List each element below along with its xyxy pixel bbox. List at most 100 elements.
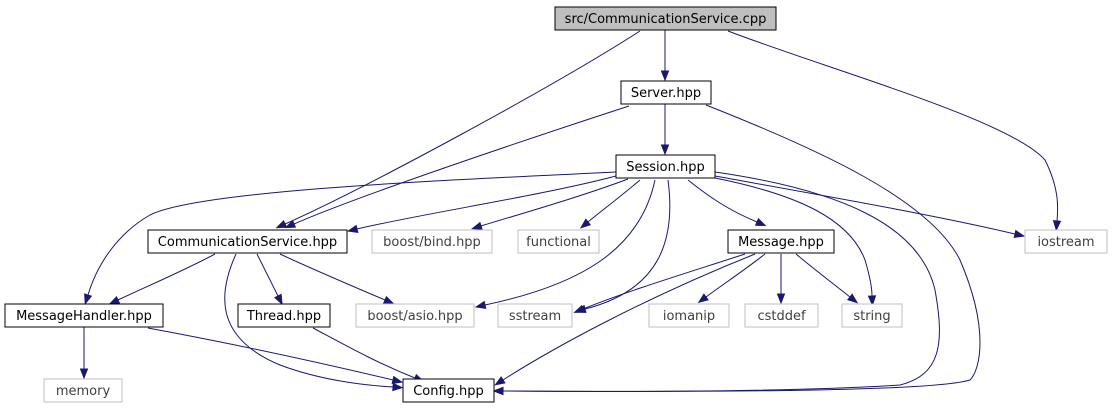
- edge-session-to-boostbind: [471, 178, 629, 230]
- node-server[interactable]: Server.hpp: [620, 80, 712, 105]
- edge-line: [312, 327, 416, 379]
- arrowhead: [846, 293, 859, 304]
- node-label: sstream: [509, 309, 561, 324]
- arrowhead: [108, 295, 121, 305]
- edge-line: [87, 171, 617, 296]
- node-label: iostream: [1037, 235, 1094, 250]
- node-string: string: [841, 303, 903, 328]
- node-label: Session.hpp: [626, 160, 704, 175]
- node-boostasio: boost/asio.hpp: [355, 303, 475, 328]
- node-thread[interactable]: Thread.hpp: [237, 303, 331, 328]
- edge-session-to-message: [687, 179, 767, 227]
- arrowhead: [84, 293, 93, 305]
- edge-thread-to-config: [312, 327, 425, 382]
- node-cstddef: cstddef: [744, 303, 819, 328]
- node-label: string: [853, 309, 890, 324]
- arrowhead: [471, 221, 483, 230]
- node-box: [497, 303, 573, 328]
- node-iomanip: iomanip: [648, 303, 730, 328]
- node-box: [554, 6, 777, 31]
- edge-commservice-to-msghandler: [108, 253, 216, 305]
- edge-line: [502, 253, 756, 381]
- edge-msghandler-to-memory: [79, 327, 89, 380]
- node-label: boost/bind.hpp: [383, 235, 481, 250]
- edge-session-to-iostream: [714, 175, 1026, 239]
- node-label: src/CommunicationService.cpp: [565, 12, 767, 27]
- arrowhead: [573, 304, 586, 313]
- edge-line: [256, 253, 279, 297]
- edge-line: [727, 30, 1059, 222]
- edge-line: [147, 327, 394, 381]
- edge-commservice-to-thread: [256, 253, 283, 306]
- edge-session-to-string: [714, 177, 877, 307]
- arrowhead: [1052, 220, 1062, 232]
- arrowhead: [867, 295, 877, 307]
- edge-line: [587, 179, 641, 223]
- node-box: [727, 229, 835, 254]
- node-label: MessageHandler.hpp: [16, 309, 152, 324]
- node-commservice[interactable]: CommunicationService.hpp: [147, 229, 348, 254]
- node-label: Server.hpp: [631, 86, 701, 101]
- edge-message-to-config: [494, 253, 756, 386]
- node-session[interactable]: Session.hpp: [615, 154, 716, 179]
- node-box: [1024, 229, 1108, 254]
- edge-line: [293, 105, 630, 225]
- arrowhead: [391, 375, 404, 385]
- arrowhead: [474, 300, 487, 310]
- arrowhead: [382, 295, 395, 305]
- node-box: [615, 154, 716, 179]
- node-box: [371, 229, 493, 254]
- node-sstream: sstream: [497, 303, 573, 328]
- edge-line: [480, 178, 629, 227]
- edge-session-to-commservice: [346, 175, 617, 234]
- node-iostream: iostream: [1024, 229, 1108, 254]
- node-label: Config.hpp: [413, 384, 484, 399]
- node-box: [517, 229, 600, 254]
- edge-line: [484, 179, 656, 306]
- node-label: cstddef: [757, 309, 806, 324]
- node-box: [841, 303, 903, 328]
- node-box: [43, 378, 123, 403]
- node-box: [402, 378, 495, 403]
- node-label: CommunicationService.hpp: [158, 235, 337, 250]
- node-box: [4, 303, 164, 328]
- node-msghandler[interactable]: MessageHandler.hpp: [4, 303, 164, 328]
- nodes-layer: src/CommunicationService.cppServer.hppSe…: [4, 6, 1108, 403]
- edge-line: [714, 177, 873, 297]
- edge-message-to-iomanip: [697, 253, 766, 304]
- edge-root-to-iostream: [727, 30, 1062, 232]
- node-boostbind: boost/bind.hpp: [371, 229, 493, 254]
- edge-line: [714, 175, 1016, 235]
- edge-message-to-sstream: [573, 253, 746, 313]
- edge-root-to-server: [660, 30, 670, 82]
- node-config[interactable]: Config.hpp: [402, 378, 495, 403]
- node-label: memory: [56, 384, 111, 399]
- arrowhead: [776, 293, 786, 305]
- edge-session-to-msghandler: [84, 171, 617, 305]
- arrowhead: [273, 293, 283, 306]
- node-box: [147, 229, 348, 254]
- edge-line: [224, 253, 394, 388]
- node-label: functional: [526, 235, 591, 250]
- arrowhead: [275, 219, 288, 229]
- node-box: [744, 303, 819, 328]
- edge-message-to-cstddef: [776, 254, 786, 305]
- edge-line: [117, 253, 216, 301]
- node-label: Message.hpp: [738, 235, 824, 250]
- node-box: [620, 80, 712, 105]
- node-root[interactable]: src/CommunicationService.cpp: [554, 6, 777, 31]
- node-message[interactable]: Message.hpp: [727, 229, 835, 254]
- node-label: boost/asio.hpp: [367, 309, 462, 324]
- arrowhead: [284, 219, 297, 229]
- edge-line: [356, 175, 617, 230]
- node-box: [355, 303, 475, 328]
- arrowhead: [492, 386, 504, 396]
- edge-session-to-boostasio: [474, 179, 656, 310]
- arrowhead: [697, 293, 709, 304]
- edge-line: [795, 253, 851, 298]
- arrowhead: [346, 224, 359, 234]
- edge-line: [582, 253, 746, 310]
- edge-root-to-commservice: [275, 30, 641, 229]
- node-functional: functional: [517, 229, 600, 254]
